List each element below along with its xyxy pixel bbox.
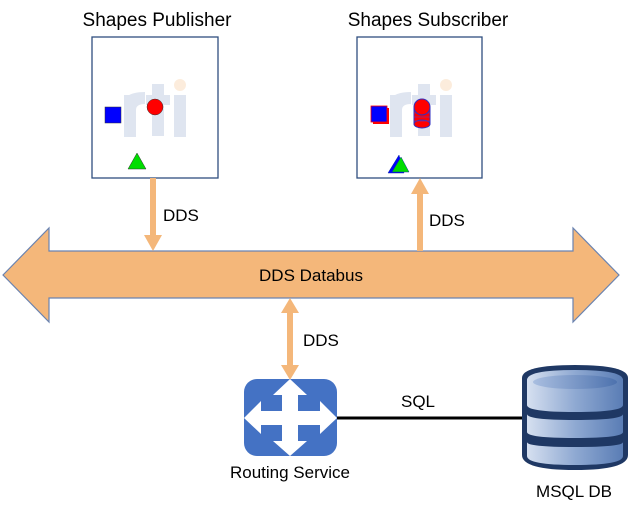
triangle-shape bbox=[127, 152, 147, 170]
circle-shape-history bbox=[413, 98, 431, 129]
sql-link-label: SQL bbox=[401, 392, 435, 411]
triangle-shape-history bbox=[387, 154, 410, 174]
subscriber-title: Shapes Subscriber bbox=[348, 10, 509, 31]
publisher-title: Shapes Publisher bbox=[83, 10, 233, 31]
routing-link-label: DDS bbox=[303, 331, 339, 350]
publisher-to-bus-arrow bbox=[144, 178, 162, 251]
square-shape bbox=[104, 106, 122, 124]
database-icon[interactable] bbox=[522, 365, 628, 470]
bus-to-subscriber-arrow bbox=[411, 178, 429, 251]
square-shape-history bbox=[370, 105, 389, 124]
databus-label: DDS Databus bbox=[259, 266, 363, 285]
subscriber-window[interactable] bbox=[356, 36, 483, 179]
subscriber-link-label: DDS bbox=[429, 211, 465, 230]
database-label: MSQL DB bbox=[536, 482, 612, 501]
routing-service-node[interactable] bbox=[244, 379, 337, 456]
publisher-link-label: DDS bbox=[163, 206, 199, 225]
routing-service-label: Routing Service bbox=[230, 463, 350, 482]
publisher-window[interactable] bbox=[91, 36, 219, 179]
four-way-arrows-icon bbox=[244, 379, 337, 456]
dds-databus-arrow bbox=[2, 226, 620, 324]
circle-shape bbox=[146, 98, 164, 116]
bus-routing-double-arrow bbox=[281, 298, 299, 380]
